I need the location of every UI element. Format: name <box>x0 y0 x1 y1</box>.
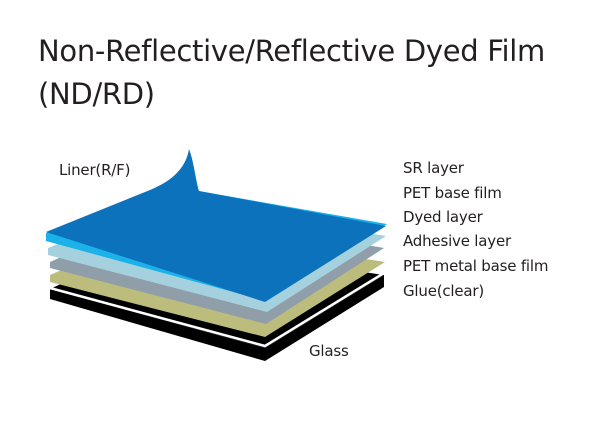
liner-label: Liner(R/F) <box>59 161 131 179</box>
layer-label-pet-base-film: PET base film <box>403 184 502 202</box>
diagram-title: Non-Reflective/Reflective Dyed Film (ND/… <box>38 30 588 116</box>
liner-layer <box>46 149 386 302</box>
title-line-2: (ND/RD) <box>38 77 155 111</box>
layer-label-adhesive-layer: Adhesive layer <box>403 232 511 250</box>
glass-label: Glass <box>309 342 349 360</box>
layer-label-glue: Glue(clear) <box>403 282 485 300</box>
title-line-1: Non-Reflective/Reflective Dyed Film <box>38 34 546 68</box>
layer-label-pet-metal-base-film: PET metal base film <box>403 257 549 275</box>
layer-label-sr-layer: SR layer <box>403 159 464 177</box>
layer-label-dyed-layer: Dyed layer <box>403 208 483 226</box>
